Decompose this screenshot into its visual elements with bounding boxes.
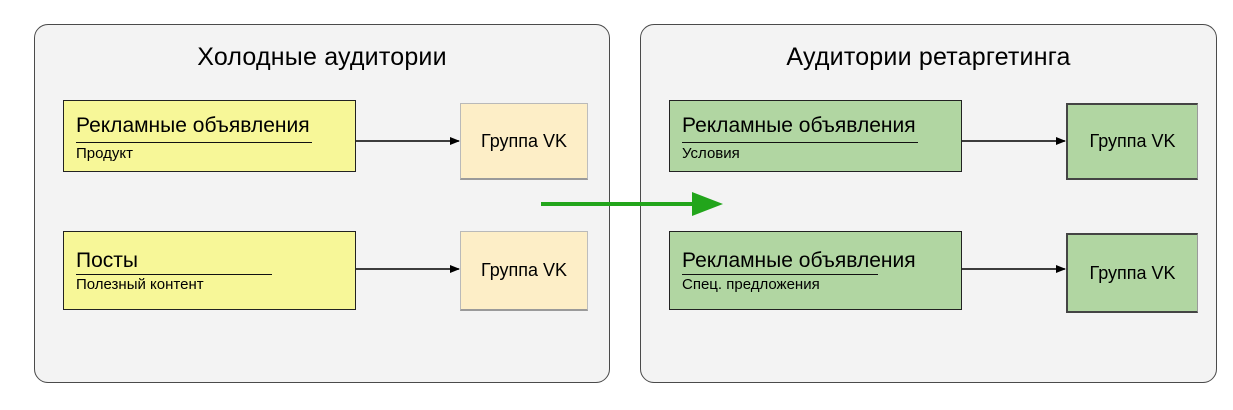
retargeting-audiences-title: Аудитории ретаргетинга: [786, 43, 1071, 71]
cold-posts-underline: [76, 274, 272, 275]
retarget-vk-group-2: Группа VK: [1066, 233, 1198, 313]
cold-audiences-panel: Холодные аудитории: [34, 24, 610, 383]
cold-audiences-title: Холодные аудитории: [197, 43, 447, 71]
retarget-ads-conditions-subtitle: Условия: [682, 145, 740, 162]
cold-posts-subtitle: Полезный контент: [76, 276, 204, 293]
retargeting-audiences-panel: Аудитории ретаргетинга: [640, 24, 1217, 383]
cold-vk-group-2-label: Группа VK: [480, 260, 568, 280]
retarget-ads-conditions-box: Рекламные объявления Условия: [669, 100, 962, 172]
cold-vk-group-1: Группа VK: [460, 103, 588, 180]
cold-ads-box: Рекламные объявления Продукт: [63, 100, 356, 172]
cold-vk-group-2: Группа VK: [460, 231, 588, 311]
retarget-ads-offers-subtitle: Спец. предложения: [682, 276, 820, 293]
cold-vk-group-1-label: Группа VK: [480, 130, 568, 151]
retarget-ads-conditions-title: Рекламные объявления: [682, 114, 916, 137]
cold-posts-box: Посты Полезный контент: [63, 231, 356, 310]
retarget-vk-group-1: Группа VK: [1066, 103, 1198, 180]
retarget-ads-offers-box: Рекламные объявления Спец. предложения: [669, 231, 962, 310]
transition-arrow: [541, 192, 723, 216]
retarget-vk-group-2-label: Группа VK: [1089, 262, 1176, 283]
cold-ads-subtitle: Продукт: [76, 145, 133, 162]
cold-posts-title: Посты: [76, 249, 138, 272]
cold-ads-title: Рекламные объявления: [76, 114, 310, 137]
cold-ads-underline: [76, 142, 312, 143]
retarget-ads-offers-underline: [682, 274, 878, 275]
retarget-ads-conditions-underline: [682, 142, 918, 143]
retarget-ads-offers-title: Рекламные объявления: [682, 249, 916, 272]
retarget-vk-group-1-label: Группа VK: [1089, 131, 1176, 151]
